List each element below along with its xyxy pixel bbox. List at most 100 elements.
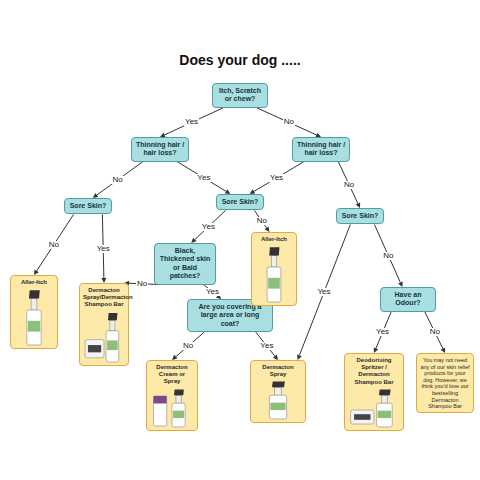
bottle-label <box>28 321 40 332</box>
edge-label: No <box>283 118 295 126</box>
bottle-neck <box>271 256 276 268</box>
node-text: Sore Skin? <box>220 198 260 206</box>
node-text: Dermacton Spray/Dermacton Shampoo Bar <box>83 287 125 309</box>
node-text: Sore Skin? <box>340 212 380 220</box>
bottle-body <box>106 330 119 361</box>
bottle-neck <box>381 395 387 403</box>
bottle-body <box>172 403 185 427</box>
decision-box: Sore Skin? <box>216 194 264 210</box>
connector <box>177 162 230 194</box>
connector-line <box>299 224 350 355</box>
connector-line <box>376 312 391 349</box>
node-text: Itch, Scratch or chew? <box>216 87 264 104</box>
connector <box>34 214 74 275</box>
connector-line <box>37 214 74 270</box>
node-text: Thinning hair / hair loss? <box>135 141 185 158</box>
connector <box>204 285 222 299</box>
bottle-label <box>270 403 285 410</box>
edge-label: Yes <box>201 223 216 231</box>
bottle-body <box>269 396 286 420</box>
bottle-neck <box>31 299 37 311</box>
connector-line <box>256 332 275 356</box>
edge-label: No <box>429 328 441 336</box>
decision-box: Black, Thickened skin or Bald patches? <box>154 243 216 285</box>
product-image <box>150 388 194 428</box>
spray-head <box>379 389 391 395</box>
product-box: Aller-Itch <box>251 232 297 306</box>
edge-label: No <box>343 181 355 189</box>
edge-label: Yes <box>184 118 199 126</box>
product-image <box>83 311 125 363</box>
bottle-label <box>107 340 118 350</box>
product-box: Deodorising Spritzer / Dermacton Shampoo… <box>344 353 404 431</box>
node-text: Thinning hair / hair loss? <box>296 141 346 158</box>
edge-label: Yes <box>96 245 111 253</box>
node-text: Aller-Itch <box>14 279 54 286</box>
connector-line <box>97 162 143 195</box>
edge-label: Yes <box>316 288 331 296</box>
edge-label: Yes <box>196 174 211 182</box>
decision-box: Sore Skin? <box>64 198 112 214</box>
connector <box>425 312 445 353</box>
connector-line <box>257 108 317 135</box>
connector <box>172 332 204 360</box>
shampoo-bar <box>351 410 374 424</box>
edge-label: Yes <box>269 174 284 182</box>
node-text: Have an Odour? <box>384 291 432 308</box>
bottle-body <box>27 310 41 345</box>
edge-label: No <box>112 176 124 184</box>
edge-label: Yes <box>205 288 220 296</box>
connector-line <box>425 312 443 349</box>
node-text: Are you covering a large area or long co… <box>191 303 269 328</box>
edge-label: No <box>182 342 194 350</box>
node-text: Black, Thickened skin or Bald patches? <box>158 247 212 281</box>
node-text: Deodorising Spritzer / Dermacton Shampoo… <box>348 357 400 386</box>
spray-head <box>29 291 40 299</box>
product-box: Dermacton Spray <box>250 360 306 423</box>
node-text: Aller-Itch <box>255 236 293 243</box>
bottle-label <box>173 410 184 417</box>
bottle-body <box>267 267 281 302</box>
connector-line <box>177 162 226 192</box>
bottle-neck <box>110 320 115 330</box>
decision-box: Have an Odour? <box>380 287 436 312</box>
connector <box>374 312 392 353</box>
spray-head <box>108 313 117 320</box>
spray-head <box>272 382 285 388</box>
bottle-label <box>268 278 280 289</box>
connector-line <box>374 224 400 282</box>
shampoo-bar <box>85 339 104 357</box>
product-image <box>14 288 54 346</box>
edge-label: Yes <box>259 342 274 350</box>
connector <box>257 108 321 137</box>
connector <box>338 162 360 208</box>
connector-line <box>338 162 357 204</box>
bar-label <box>354 414 370 420</box>
tube-cap <box>154 396 167 404</box>
edge-label: No <box>136 280 148 288</box>
node-text: Dermacton Spray <box>254 364 302 378</box>
product-box: Dermacton Spray/Dermacton Shampoo Bar <box>79 283 129 366</box>
cream-tube <box>154 396 167 426</box>
connector-line <box>254 162 304 192</box>
product-box: Dermacton Cream or Spray <box>146 360 198 431</box>
decision-box: Sore Skin? <box>336 208 384 224</box>
connector <box>250 162 304 194</box>
product-image <box>255 245 293 303</box>
decision-box: Itch, Scratch or chew? <box>212 83 268 108</box>
connector-line <box>176 332 204 357</box>
edge-label: No <box>256 217 268 225</box>
connector-line <box>195 210 226 239</box>
bar-label <box>88 345 101 352</box>
spray-head <box>269 248 279 256</box>
node-text: You may not need any of our skin relief … <box>420 357 470 410</box>
bottle-neck <box>275 388 282 396</box>
edge-label: No <box>382 252 394 260</box>
bottle-label <box>378 410 392 417</box>
connector <box>160 108 223 137</box>
connector <box>191 210 225 243</box>
product-image <box>254 380 302 420</box>
title: Does your dog ..... <box>0 52 480 68</box>
